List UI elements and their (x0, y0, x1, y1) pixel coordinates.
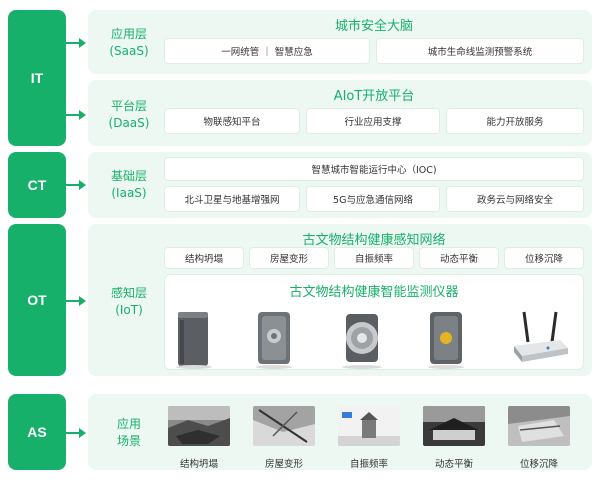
photo-collapse (168, 406, 230, 446)
instrument-panel-title: 古文物结构健康智能监测仪器 (289, 285, 459, 300)
caption-frequency: 自振频率 (349, 459, 388, 470)
side-label-it: IT (8, 10, 66, 146)
caption-deformation: 房屋变形 (264, 459, 303, 470)
iaas-box-5g: 5G与应急通信网络 (306, 186, 440, 212)
iot-box-deformation: 房屋变形 (249, 247, 329, 269)
arrow-saas (66, 38, 86, 48)
saas-box-lifeline: 城市生命线监测预警系统 (376, 38, 584, 64)
device-yellow-sensor-icon (428, 312, 464, 369)
arrow-apps (66, 428, 86, 438)
daas-label: 平台层(DaaS) (108, 99, 150, 130)
iot-title: 古文物结构健康感知网络 (302, 233, 446, 248)
arrow-iot (66, 296, 86, 306)
saas-label: 应用层(SaaS) (109, 27, 149, 58)
saas-title: 城市安全大脑 (334, 19, 413, 34)
device-tilt-sensor-icon (256, 312, 292, 369)
photo-settlement (508, 406, 570, 446)
device-tower-icon (176, 312, 212, 369)
iot-box-collapse: 结构坍塌 (164, 247, 244, 269)
iaas-box-beidou: 北斗卫星与地基增强网 (164, 186, 300, 212)
photo-frequency (338, 406, 400, 446)
side-label-ot: OT (8, 224, 66, 376)
daas-box-industry: 行业应用支撑 (306, 108, 440, 134)
iaas-box-ioc: 智慧城市智能运行中心（IOC) (164, 157, 584, 181)
device-router-icon (514, 311, 568, 362)
caption-balance: 动态平衡 (434, 459, 473, 470)
daas-title: AIoT开放平台 (333, 89, 415, 104)
caption-collapse: 结构坍塌 (179, 459, 218, 470)
arrow-iaas (66, 180, 86, 190)
caption-settlement: 位移沉降 (519, 459, 558, 470)
saas-box-unified: 一网统管 ｜ 智慧应急 (164, 38, 370, 64)
iaas-box-cloud: 政务云与网络安全 (446, 186, 584, 212)
daas-box-iot-platform: 物联感知平台 (164, 108, 300, 134)
side-label-as: AS (8, 394, 66, 470)
daas-box-capability: 能力开放服务 (446, 108, 584, 134)
photo-balance (423, 406, 485, 446)
arrow-daas (66, 110, 86, 120)
iot-box-balance: 动态平衡 (419, 247, 499, 269)
apps-label: 应用场景 (116, 417, 141, 448)
iaas-label: 基础层(IaaS) (110, 169, 147, 200)
side-label-ct: CT (8, 152, 66, 218)
iot-box-settlement: 位移沉降 (504, 247, 584, 269)
photo-deformation (253, 406, 315, 446)
device-dome-sensor-icon (342, 314, 382, 369)
iot-box-frequency: 自振频率 (334, 247, 414, 269)
iot-label: 感知层(IoT) (110, 286, 147, 317)
